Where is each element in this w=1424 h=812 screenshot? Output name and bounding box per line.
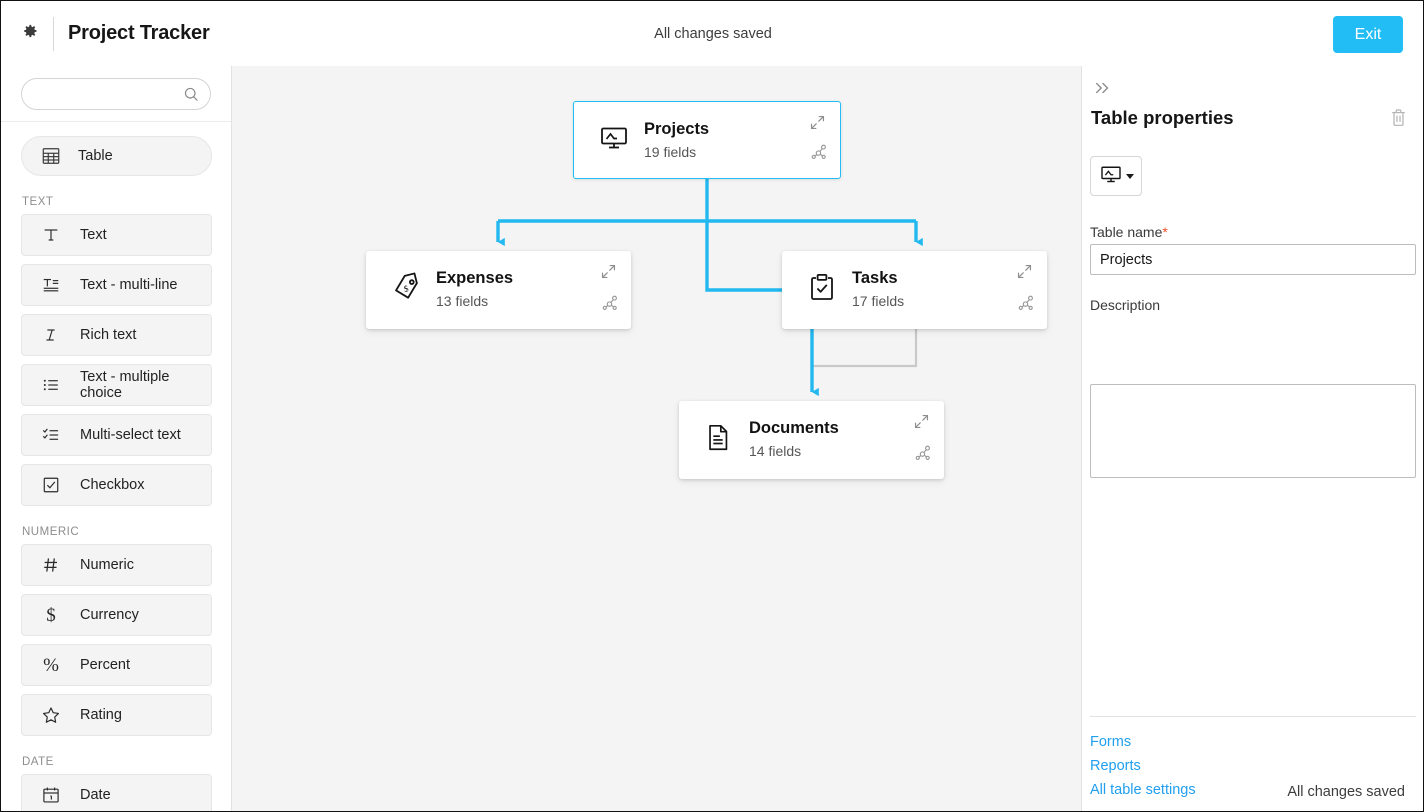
- palette-item-label: Table: [78, 148, 113, 164]
- node-field-count: 14 fields: [749, 443, 802, 459]
- table-name-label-text: Table name: [1090, 224, 1163, 240]
- node-title: Tasks: [852, 269, 898, 287]
- table-node-projects[interactable]: Projects 19 fields: [573, 101, 841, 179]
- svg-text:$: $: [403, 283, 410, 294]
- table-properties-panel: Table properties Table name*: [1081, 66, 1423, 811]
- palette-item-text[interactable]: Text: [21, 214, 212, 256]
- node-title: Projects: [644, 120, 710, 138]
- palette-item-label: Date: [80, 787, 111, 803]
- relationship-icon[interactable]: [810, 143, 828, 166]
- relationship-icon[interactable]: [601, 294, 619, 317]
- palette-item-label: Rating: [80, 707, 122, 723]
- chevron-double-right-icon[interactable]: [1090, 76, 1116, 100]
- text-multiline-icon: [40, 275, 62, 295]
- palette-item-percent[interactable]: % Percent: [21, 644, 212, 686]
- trash-icon[interactable]: [1389, 108, 1408, 133]
- palette-item-label: Currency: [80, 607, 139, 623]
- search-input[interactable]: [22, 78, 210, 109]
- palette-item-label: Multi-select text: [80, 427, 181, 443]
- left-sidebar: Table TEXT Text: [1, 66, 232, 811]
- palette-item-checkbox[interactable]: Checkbox: [21, 464, 212, 506]
- text-icon: [40, 225, 62, 245]
- node-title: Expenses: [436, 269, 514, 287]
- palette-item-label: Numeric: [80, 557, 134, 573]
- chevron-down-icon: [1125, 173, 1134, 179]
- palette-item-label: Checkbox: [80, 477, 145, 493]
- search-section: [1, 66, 231, 122]
- percent-icon: %: [43, 654, 59, 676]
- palette-item-rich-text[interactable]: Rich text: [21, 314, 212, 356]
- settings-button[interactable]: [9, 14, 49, 54]
- expand-arrows-icon[interactable]: [913, 413, 930, 435]
- calendar-icon: [40, 785, 62, 805]
- page-title: Project Tracker: [68, 22, 210, 44]
- hash-icon: [40, 555, 62, 575]
- clipboard-check-icon: [806, 272, 838, 309]
- group-label-text: TEXT: [22, 196, 54, 208]
- table-node-tasks[interactable]: Tasks 17 fields: [782, 251, 1047, 329]
- table-icon: [40, 146, 62, 166]
- description-textarea[interactable]: [1090, 384, 1416, 478]
- panel-save-status: All changes saved: [1287, 784, 1405, 800]
- table-icon-select[interactable]: [1090, 156, 1142, 196]
- top-header: Project Tracker All changes saved Exit: [1, 1, 1423, 66]
- price-tag-icon: $: [390, 272, 422, 309]
- relationship-icon[interactable]: [914, 444, 932, 467]
- expand-arrows-icon[interactable]: [600, 263, 617, 285]
- gear-icon: [19, 21, 39, 46]
- palette-item-multi-select[interactable]: Multi-select text: [21, 414, 212, 456]
- node-field-count: 17 fields: [852, 293, 905, 309]
- expand-arrows-icon[interactable]: [1016, 263, 1033, 285]
- expand-arrows-icon[interactable]: [809, 114, 826, 136]
- forms-link[interactable]: Forms: [1090, 734, 1132, 750]
- monitor-icon: [598, 122, 630, 159]
- list-bullet-icon: [40, 375, 62, 395]
- description-label: Description: [1090, 297, 1161, 313]
- group-label-numeric: NUMERIC: [22, 526, 80, 538]
- palette-item-rating[interactable]: Rating: [21, 694, 212, 736]
- palette-item-text-multiline[interactable]: Text - multi-line: [21, 264, 212, 306]
- palette-item-multiple-choice[interactable]: Text - multiple choice: [21, 364, 212, 406]
- search-box[interactable]: [21, 77, 211, 110]
- relationship-icon[interactable]: [1017, 294, 1035, 317]
- palette-item-label: Text: [80, 227, 107, 243]
- palette-item-label: Percent: [80, 657, 130, 673]
- star-icon: [40, 705, 62, 725]
- palette-item-date[interactable]: Date: [21, 774, 212, 811]
- node-field-count: 19 fields: [644, 144, 697, 160]
- table-name-label: Table name*: [1090, 224, 1168, 240]
- node-field-count: 13 fields: [436, 293, 489, 309]
- dollar-icon: $: [46, 604, 56, 626]
- header-save-status: All changes saved: [654, 25, 772, 42]
- field-palette: Table TEXT Text: [1, 122, 231, 811]
- connector-layer: [496, 179, 923, 397]
- panel-title: Table properties: [1091, 107, 1234, 128]
- required-marker: *: [1162, 224, 1168, 240]
- group-label-date: DATE: [22, 756, 54, 768]
- document-icon: [703, 423, 733, 458]
- rich-text-icon: [40, 325, 62, 345]
- panel-divider: [1090, 716, 1416, 717]
- diagram-canvas[interactable]: Projects 19 fields: [232, 66, 1081, 811]
- palette-item-table[interactable]: Table: [21, 136, 212, 176]
- node-title: Documents: [749, 419, 839, 437]
- reports-link[interactable]: Reports: [1090, 758, 1141, 774]
- monitor-icon: [1099, 162, 1123, 191]
- table-node-documents[interactable]: Documents 14 fields: [679, 401, 944, 479]
- checkbox-icon: [40, 475, 62, 495]
- table-node-expenses[interactable]: $ Expenses 13 fields: [366, 251, 631, 329]
- palette-item-label: Text - multi-line: [80, 277, 178, 293]
- palette-item-currency[interactable]: $ Currency: [21, 594, 212, 636]
- all-table-settings-link[interactable]: All table settings: [1090, 782, 1196, 798]
- header-divider: [53, 16, 54, 51]
- table-name-input[interactable]: [1090, 244, 1416, 275]
- multi-select-icon: [40, 425, 62, 445]
- palette-item-label: Text - multiple choice: [80, 369, 170, 401]
- palette-item-label: Rich text: [80, 327, 137, 343]
- exit-button[interactable]: Exit: [1333, 16, 1403, 53]
- palette-item-numeric[interactable]: Numeric: [21, 544, 212, 586]
